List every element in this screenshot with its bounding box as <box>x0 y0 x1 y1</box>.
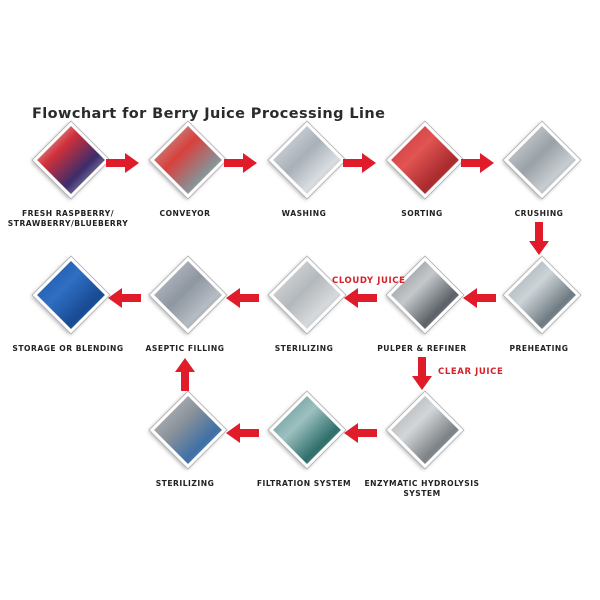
cloudy-juice-label: CLOUDY JUICE <box>332 276 406 286</box>
step-label: STERILIZING <box>239 344 369 354</box>
step-image <box>33 257 109 333</box>
step-image <box>269 122 345 198</box>
step-label: PREHEATING <box>474 344 600 354</box>
step-image <box>269 257 345 333</box>
step-image <box>33 122 109 198</box>
step-label-line: FRESH RASPBERRY/ <box>3 209 133 219</box>
step-image <box>150 392 226 468</box>
step-label: FRESH RASPBERRY/ STRAWBERRY/BLUEBERRY <box>3 209 133 229</box>
step-label: STERILIZING <box>120 479 250 489</box>
clear-juice-label: CLEAR JUICE <box>438 367 503 377</box>
arrow-down-icon <box>410 357 434 391</box>
page-title: Flowchart for Berry Juice Processing Lin… <box>32 106 385 122</box>
arrow-right-icon <box>461 151 495 175</box>
arrow-right-icon <box>224 151 258 175</box>
step-label: ASEPTIC FILLING <box>120 344 250 354</box>
step-image <box>387 257 463 333</box>
step-label: ENZYMATIC HYDROLYSIS SYSTEM <box>357 479 487 499</box>
arrow-left-icon <box>225 421 259 445</box>
step-label: STORAGE OR BLENDING <box>3 344 133 354</box>
arrow-left-icon <box>462 286 496 310</box>
arrow-left-icon <box>107 286 141 310</box>
step-label: WASHING <box>239 209 369 219</box>
step-image <box>504 257 580 333</box>
step-image <box>150 122 226 198</box>
arrow-right-icon <box>343 151 377 175</box>
arrow-right-icon <box>106 151 140 175</box>
step-label-line: ENZYMATIC HYDROLYSIS <box>357 479 487 489</box>
step-label: CONVEYOR <box>120 209 250 219</box>
step-label: CRUSHING <box>474 209 600 219</box>
arrow-left-icon <box>343 421 377 445</box>
step-image <box>387 122 463 198</box>
step-image <box>387 392 463 468</box>
step-image <box>150 257 226 333</box>
step-image <box>504 122 580 198</box>
step-label: PULPER & REFINER <box>357 344 487 354</box>
arrow-up-icon <box>173 357 197 391</box>
step-label: FILTRATION SYSTEM <box>239 479 369 489</box>
step-label: SORTING <box>357 209 487 219</box>
arrow-down-icon <box>527 222 551 256</box>
step-image <box>269 392 345 468</box>
step-label-line: SYSTEM <box>357 489 487 499</box>
arrow-left-icon <box>225 286 259 310</box>
step-label-line: STRAWBERRY/BLUEBERRY <box>3 219 133 229</box>
arrow-left-icon <box>343 286 377 310</box>
